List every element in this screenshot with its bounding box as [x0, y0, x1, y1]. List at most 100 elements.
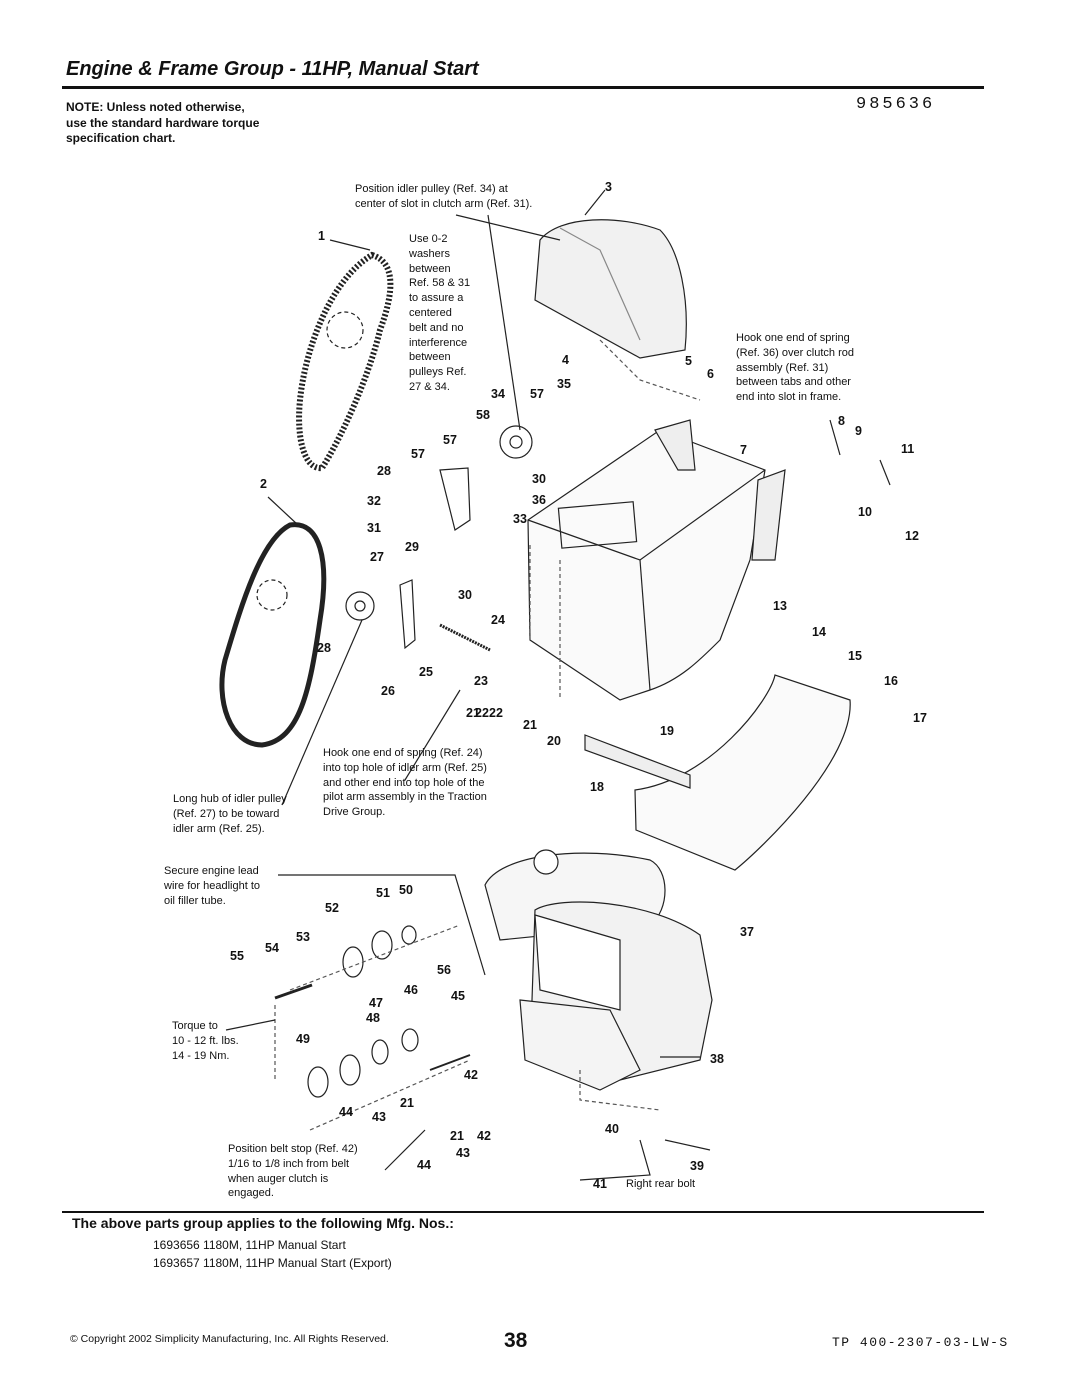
- callout-line: (Ref. 36) over clutch rod: [736, 346, 854, 359]
- callout-line: when auger clutch is: [228, 1172, 329, 1185]
- ref-number: 9: [855, 424, 862, 438]
- ref-number: 7: [740, 443, 747, 457]
- belt-1: [296, 251, 394, 471]
- spring-24: [439, 623, 491, 652]
- ref-number: 57: [443, 433, 457, 447]
- callout-line: Hook one end of spring (Ref. 24): [323, 747, 483, 759]
- pulley-50: [401, 925, 417, 945]
- ref-number: 23: [474, 674, 488, 688]
- callout-line: centered: [409, 306, 452, 319]
- pulley-51: [371, 930, 393, 960]
- callout-spring-36: Hook one end of spring (Ref. 36) over cl…: [736, 331, 854, 405]
- ref-number: 6: [707, 367, 714, 381]
- idler-pulley-27: [345, 591, 375, 621]
- callout-line: Position idler pulley (Ref. 34) at: [355, 183, 508, 195]
- callout-line: idler arm (Ref. 25).: [173, 822, 265, 835]
- ref-number: 22: [489, 706, 503, 720]
- callout-line: Use 0-2: [409, 233, 448, 245]
- pulley-48: [339, 1054, 361, 1086]
- ref-number: 4: [562, 353, 569, 367]
- page-title: Engine & Frame Group - 11HP, Manual Star…: [66, 58, 479, 80]
- doc-number: 985636: [856, 95, 936, 114]
- callout-line: Ref. 58 & 31: [409, 277, 471, 290]
- ref-number: 48: [366, 1011, 380, 1025]
- callout-line: pilot arm assembly in the Traction: [323, 791, 487, 804]
- ref-number: 54: [265, 941, 279, 955]
- bracket-7: [654, 419, 696, 471]
- callout-engine-lead: Secure engine lead wire for headlight to…: [164, 864, 260, 908]
- idler-pulley-34: [499, 425, 533, 459]
- ref-number: 37: [740, 925, 754, 939]
- belt-2: [219, 522, 327, 748]
- ref-number: 50: [399, 883, 413, 897]
- mfg-number-item: 1693657 1180M, 11HP Manual Start (Export…: [153, 1256, 392, 1270]
- ref-number: 1: [318, 229, 325, 243]
- ref-number: 56: [437, 963, 451, 977]
- ref-number: 21: [466, 706, 480, 720]
- ref-number: 42: [464, 1068, 478, 1082]
- ref-number: 27: [370, 550, 384, 564]
- ref-number: 12: [905, 529, 919, 543]
- belt-stop-42: [429, 1054, 471, 1071]
- ref-number: 35: [557, 377, 571, 391]
- callout-spring-24: Hook one end of spring (Ref. 24) into to…: [323, 746, 487, 820]
- ref-number: 3: [605, 180, 612, 194]
- note-line: use the standard hardware torque: [66, 115, 260, 130]
- applies-heading: The above parts group applies to the fol…: [72, 1215, 454, 1231]
- ref-number: 30: [532, 472, 546, 486]
- ref-number: 53: [296, 930, 310, 944]
- ref-number: 21: [400, 1096, 414, 1110]
- ref-number: 21: [450, 1129, 464, 1143]
- callout-line: pulleys Ref.: [409, 366, 467, 379]
- ref-number: 52: [325, 901, 339, 915]
- belt-cover: [534, 219, 687, 359]
- callout-line: to assure a: [409, 292, 464, 305]
- ref-number: 10: [858, 505, 872, 519]
- ref-number: 29: [405, 540, 419, 554]
- ref-number: 42: [477, 1129, 491, 1143]
- callout-line: Drive Group.: [323, 806, 386, 819]
- callout-line: between: [409, 262, 451, 275]
- bolt-55: [274, 983, 313, 1000]
- ref-number: 13: [773, 599, 787, 613]
- page-number: 38: [504, 1329, 528, 1352]
- ref-number: 34: [491, 387, 505, 401]
- note-line: specification chart.: [66, 131, 176, 145]
- callout-line: oil filler tube.: [164, 894, 226, 907]
- ref-number: 47: [369, 996, 383, 1010]
- callout-line: into top hole of idler arm (Ref. 25): [323, 761, 487, 774]
- tp-number: TP 400-2307-03-LW-S: [832, 1335, 1009, 1350]
- ref-number: 22: [475, 706, 489, 720]
- engine-shroud: [534, 914, 621, 1011]
- ref-number: 25: [419, 665, 433, 679]
- pulley-53: [342, 946, 364, 978]
- torque-note: NOTE: Unless noted otherwise, use the st…: [66, 100, 306, 147]
- ref-number: 21: [523, 718, 537, 732]
- ref-number: 32: [367, 494, 381, 508]
- callout-line: interference: [409, 336, 468, 349]
- callout-line: (Ref. 27) to be toward: [173, 807, 280, 820]
- callout-line: 10 - 12 ft. lbs.: [172, 1034, 239, 1047]
- ref-number: 49: [296, 1032, 310, 1046]
- callout-torque: Torque to 10 - 12 ft. lbs. 14 - 19 Nm.: [172, 1019, 239, 1063]
- callout-line: engaged.: [228, 1187, 274, 1200]
- ref-number: 44: [339, 1105, 353, 1119]
- mfg-number-item: 1693656 1180M, 11HP Manual Start: [153, 1238, 346, 1252]
- ref-number: 58: [476, 408, 490, 422]
- ref-number: 44: [417, 1158, 431, 1172]
- callout-long-hub: Long hub of idler pulley (Ref. 27) to be…: [173, 792, 287, 836]
- callout-line: 27 & 34.: [409, 380, 450, 393]
- callout-line: 1/16 to 1/8 inch from belt: [228, 1157, 350, 1170]
- pulley-49: [307, 1066, 329, 1098]
- callout-line: Secure engine lead: [164, 865, 259, 877]
- ref-number: 36: [532, 493, 546, 507]
- ref-number: 57: [411, 447, 425, 461]
- callout-line: belt and no: [409, 321, 464, 334]
- ref-number: 28: [377, 464, 391, 478]
- ref-number: 51: [376, 886, 390, 900]
- engine-pulley-2: [256, 579, 288, 611]
- frame-opening: [557, 501, 638, 549]
- callout-idler-position: Position idler pulley (Ref. 34) at cente…: [355, 182, 532, 212]
- ref-number: 30: [458, 588, 472, 602]
- ref-number: 39: [690, 1159, 704, 1173]
